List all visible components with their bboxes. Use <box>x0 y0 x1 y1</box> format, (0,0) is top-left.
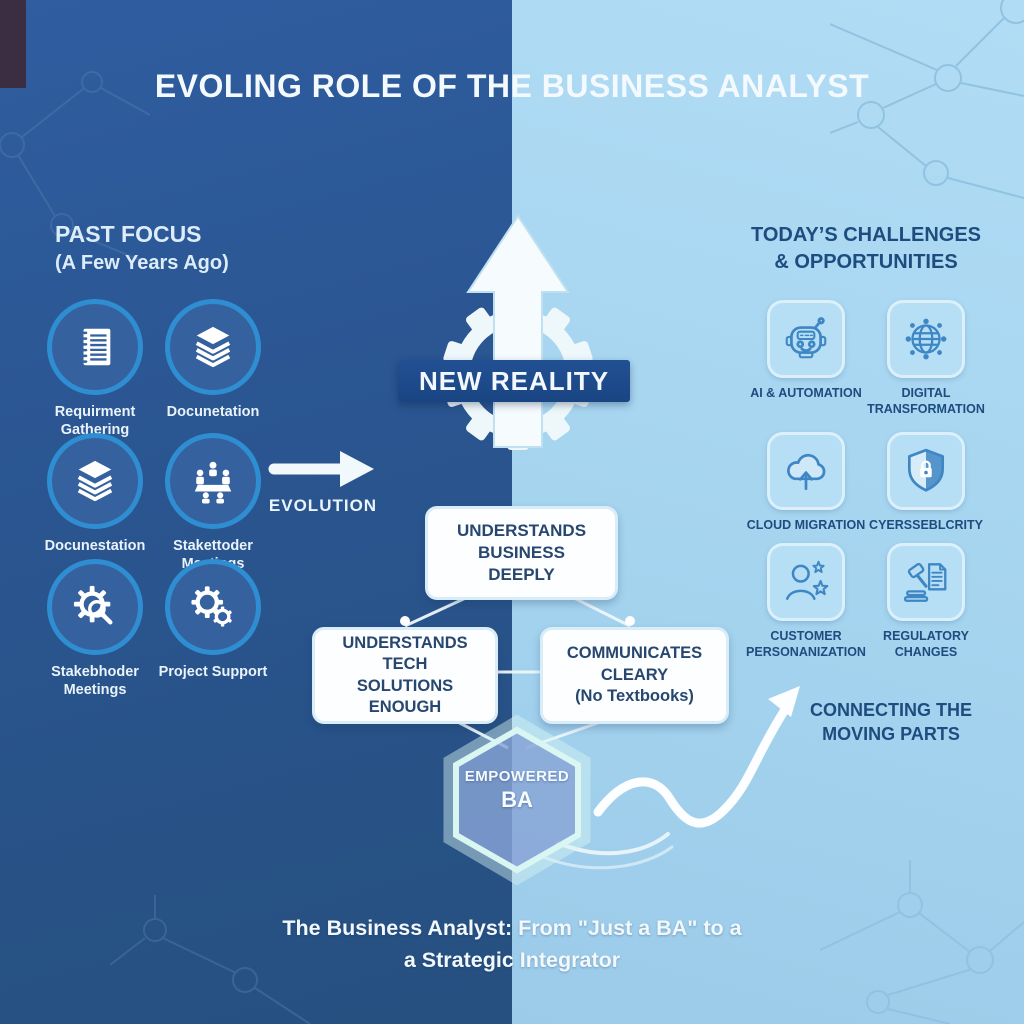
today-item-label: CLOUD MIGRATION <box>747 517 866 533</box>
gear-magnifier-icon <box>73 585 113 625</box>
robot-icon <box>785 317 827 359</box>
label-line: Project Support <box>158 664 268 680</box>
past-item-label: Docunetation <box>167 403 260 421</box>
past-item-documentation-1: Docunetation <box>143 299 283 421</box>
past-item-circle <box>47 299 143 395</box>
card-line: DEEPLY <box>488 565 555 585</box>
past-item-requirement-gathering: Requirment Gathering <box>25 299 165 439</box>
today-item-label: AI & AUTOMATION <box>750 385 862 401</box>
shield-lock-icon <box>907 448 945 492</box>
card-line: UNDERSTANDS <box>342 633 468 652</box>
today-item-digital-transformation: DIGITAL TRANSFORMATION <box>851 300 1001 418</box>
label-line: CLOUD MIGRATION <box>746 518 866 532</box>
label-line: Stakebhoder <box>51 664 139 680</box>
card-understands-business: UNDERSTANDS BUSINESS DEEPLY <box>425 506 618 600</box>
today-item-tile <box>767 300 845 378</box>
past-item-label: Stakebhoder Meetings <box>51 663 139 699</box>
label-line: DIGITAL <box>901 386 951 400</box>
card-understands-tech: UNDERSTANDS TECH SOLUTIONS ENOUGH <box>312 627 498 724</box>
evolution-label: EVOLUTION <box>268 496 378 515</box>
connecting-line2: MOVING PARTS <box>822 724 960 745</box>
today-challenges-heading: TODAY’S CHALLENGES & OPPORTUNITIES <box>736 222 996 276</box>
label-line: CYERSSEBLCRITY <box>869 518 983 532</box>
layers-icon <box>77 460 113 502</box>
today-item-tile <box>887 543 965 621</box>
label-line: TRANSFORMATION <box>867 402 985 417</box>
footer-line1: The Business Analyst: From "Just a BA" t… <box>282 916 742 940</box>
past-item-label: Project Support <box>159 663 268 681</box>
past-item-stakeholder-meetings-2: Stakebhoder Meetings <box>25 559 165 699</box>
today-item-tile <box>887 300 965 378</box>
label-line: CHANGES <box>894 645 958 660</box>
past-item-circle <box>47 433 143 529</box>
card-line: COMMUNICATES <box>566 644 703 663</box>
card-line: ENOUGH <box>368 697 442 716</box>
past-item-circle <box>165 299 261 395</box>
today-item-ai-automation: AI & AUTOMATION <box>731 300 881 401</box>
gears-icon <box>191 586 232 627</box>
card-line: SOLUTIONS <box>356 676 454 695</box>
hexagon-line1: EMPOWERED <box>464 768 570 785</box>
today-item-label: CYERSSEBLCRITY <box>869 517 983 533</box>
layers-icon <box>195 326 231 368</box>
card-line: CLEARY <box>600 665 669 684</box>
globe-network-icon <box>905 318 947 360</box>
label-line: Docunestation <box>44 538 146 554</box>
cloud-upload-icon <box>787 453 826 491</box>
card-line: BUSINESS <box>478 542 565 562</box>
today-item-cybersecurity: CYERSSEBLCRITY <box>851 432 1001 533</box>
hexagon-line2: BA <box>501 787 533 812</box>
past-heading-line2: (A Few Years Ago) <box>55 251 229 274</box>
new-reality-banner: NEW REALITY <box>398 360 630 402</box>
label-line: AI & AUTOMATION <box>750 386 862 400</box>
connecting-moving-parts-label: CONNECTING THE MOVING PARTS <box>781 698 1001 747</box>
past-heading-line1: PAST FOCUS <box>55 221 202 247</box>
today-item-tile <box>767 543 845 621</box>
past-item-label: Requirment Gathering <box>55 403 136 439</box>
today-item-regulatory-changes: REGULATORY CHANGES <box>851 543 1001 661</box>
past-item-documentation-2: Docunestation <box>25 433 165 555</box>
empowered-ba-label: EMPOWERED BA <box>428 768 606 813</box>
today-item-customer-personalization: CUSTOMER PERSONANIZATION <box>731 543 881 661</box>
today-item-cloud-migration: CLOUD MIGRATION <box>731 432 881 533</box>
card-line: (No Textbooks) <box>575 687 694 706</box>
past-item-label: Docunestation <box>45 537 146 555</box>
today-item-label: DIGITAL TRANSFORMATION <box>867 385 985 418</box>
label-line: Gathering <box>60 422 130 439</box>
past-item-circle <box>165 433 261 529</box>
today-item-tile <box>887 432 965 510</box>
corner-decoration <box>0 0 26 88</box>
past-item-project-support: Project Support <box>143 559 283 681</box>
meeting-icon <box>194 461 232 504</box>
person-stars-icon <box>786 560 829 600</box>
label-line: Stakettoder <box>173 538 253 554</box>
footer-line2: a Strategic Integrator <box>403 948 621 973</box>
today-item-label: CUSTOMER PERSONANIZATION <box>746 628 866 661</box>
today-item-tile <box>767 432 845 510</box>
today-item-label: REGULATORY CHANGES <box>883 628 969 661</box>
past-focus-heading: PAST FOCUS (A Few Years Ago) <box>55 220 229 276</box>
new-reality-label: NEW REALITY <box>418 365 610 396</box>
card-line: TECH <box>382 655 428 674</box>
past-item-circle <box>47 559 143 655</box>
label-line: Docunetation <box>166 404 260 420</box>
label-line: CUSTOMER <box>770 629 842 643</box>
past-item-circle <box>165 559 261 655</box>
card-communicates-clearly: COMMUNICATES CLEARY (No Textbooks) <box>540 627 729 724</box>
past-item-stakeholder-meetings-1: Stakettoder Meetings <box>143 433 283 573</box>
footer-caption: The Business Analyst: From "Just a BA" t… <box>0 912 1024 977</box>
card-line: UNDERSTANDS <box>456 520 587 540</box>
today-heading-line2: & OPPORTUNITIES <box>774 251 958 273</box>
notebook-icon <box>79 328 111 366</box>
today-heading-line1: TODAY’S CHALLENGES <box>750 224 982 246</box>
label-line: PERSONANIZATION <box>746 645 866 660</box>
label-line: Meetings <box>63 682 127 699</box>
label-line: Requirment <box>54 404 136 420</box>
page-title: EVOLING ROLE OF THE BUSINESS ANALYST <box>154 68 870 104</box>
gavel-document-icon <box>904 562 947 602</box>
connecting-line1: CONNECTING THE <box>810 700 972 720</box>
label-line: REGULATORY <box>883 629 969 643</box>
